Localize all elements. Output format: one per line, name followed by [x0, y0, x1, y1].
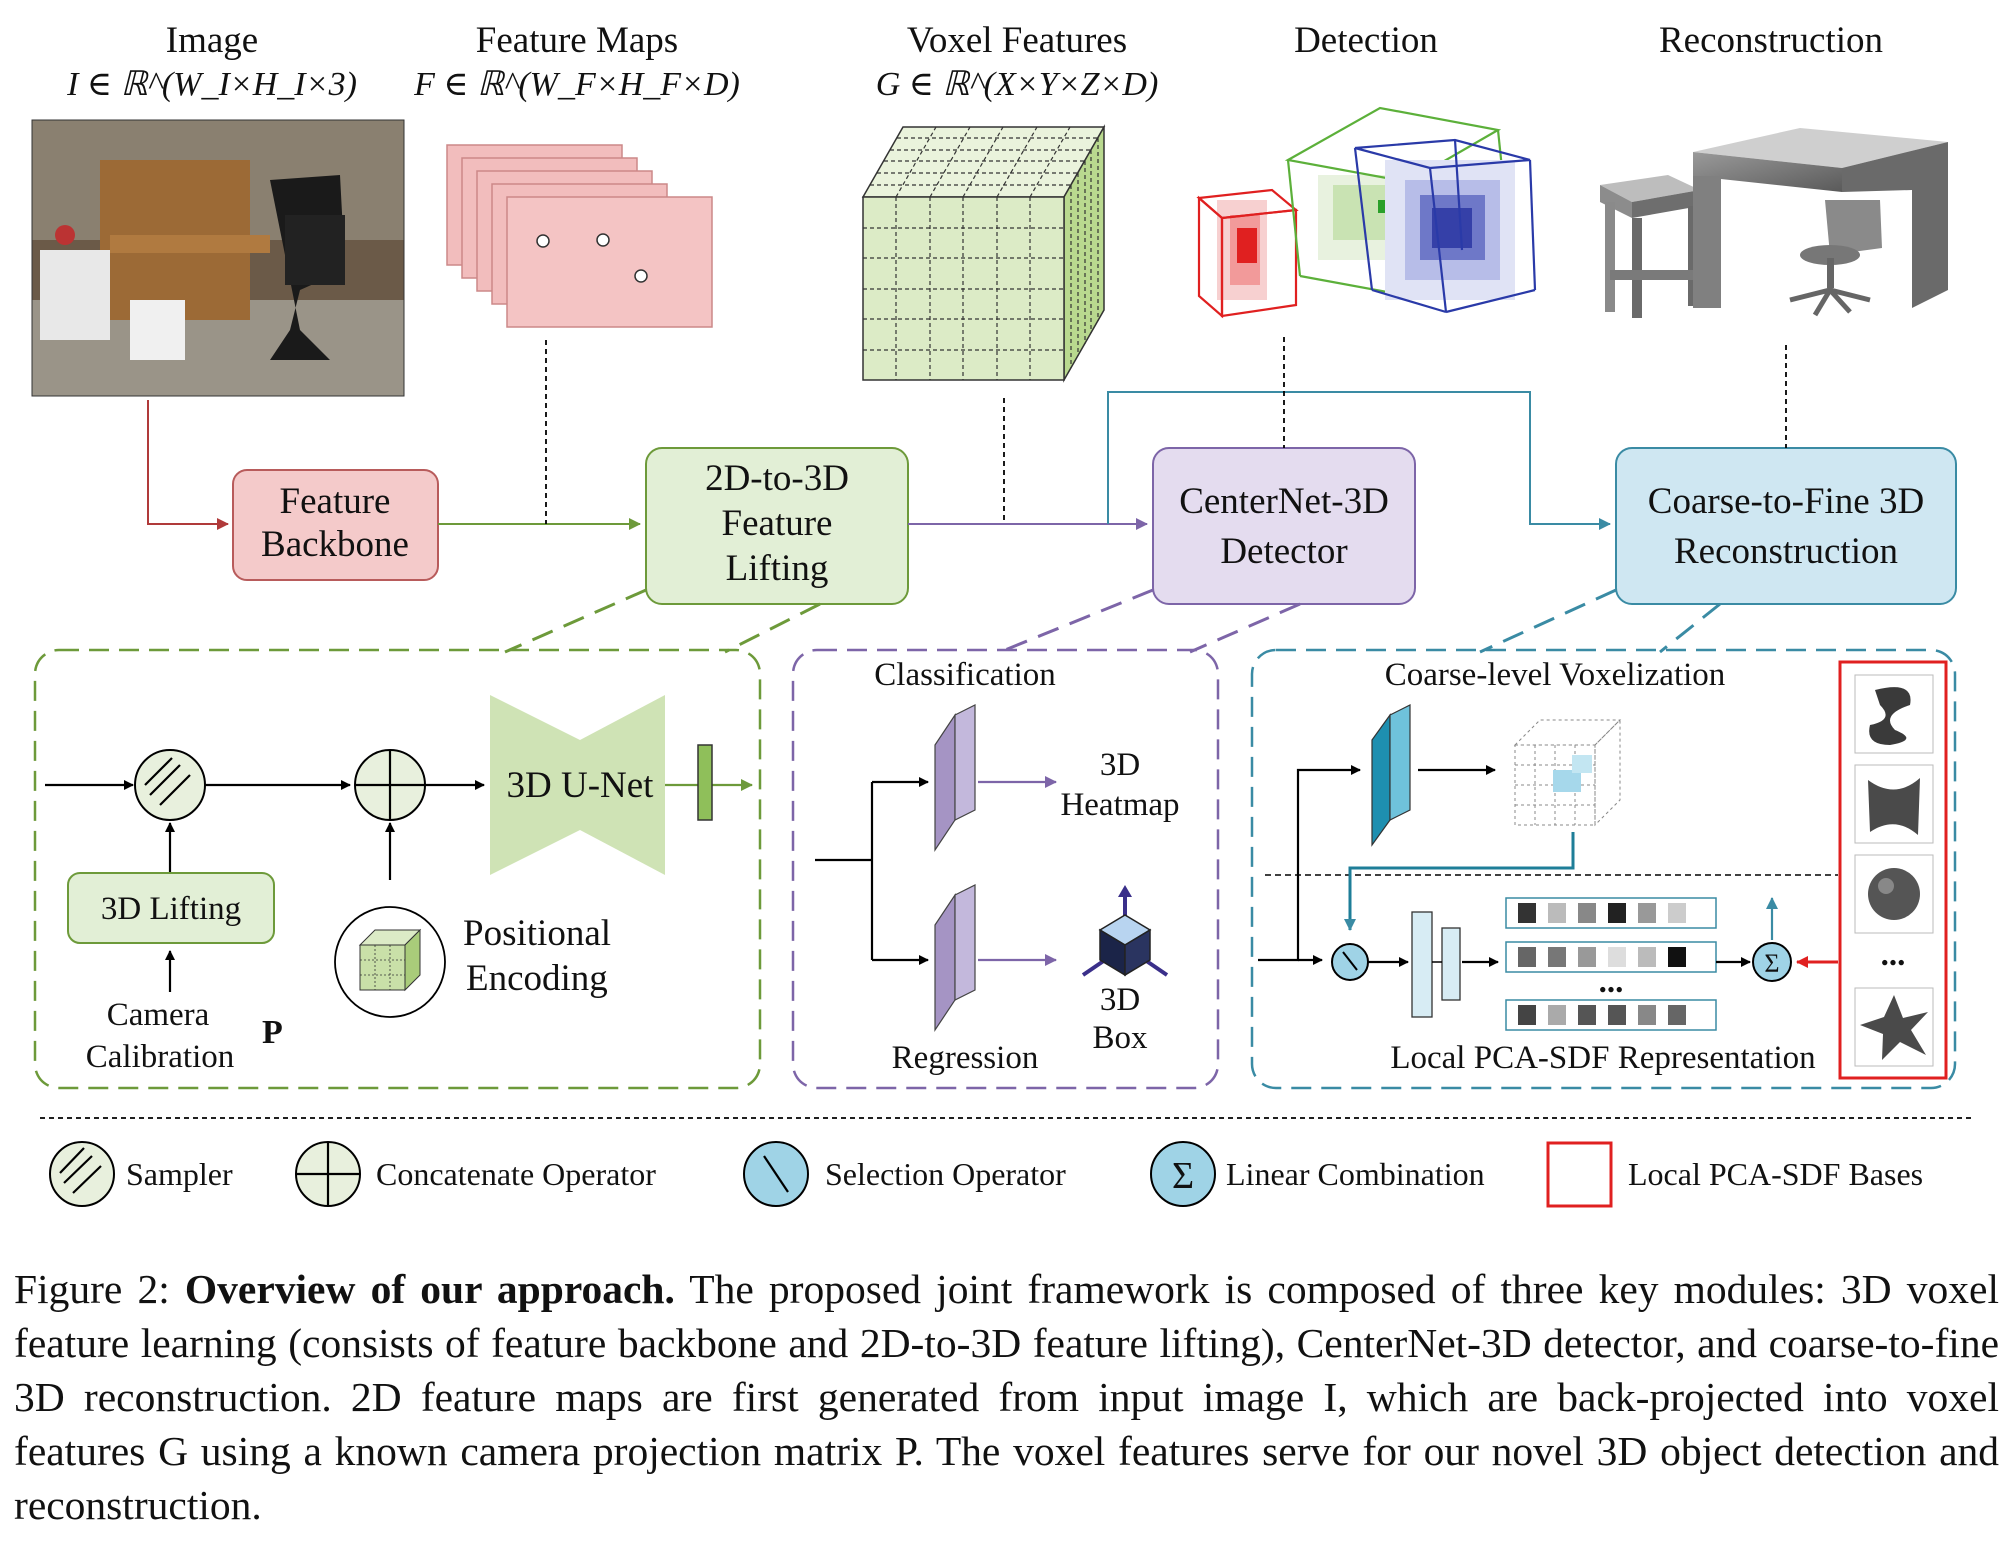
- header-reconstruction: Reconstruction: [1659, 20, 1883, 61]
- unet-label: 3D U-Net: [507, 765, 655, 806]
- detector-panel: Classification 3D Heatmap 3D Box Regress…: [791, 648, 1220, 1090]
- lifting-panel: 3D U-Net 3D Lifting Camera Calibration P…: [33, 648, 762, 1090]
- header-detection: Detection: [1294, 20, 1438, 61]
- camera-label-1: Camera: [107, 997, 210, 1033]
- lifting-label-1: 2D-to-3D: [705, 458, 849, 499]
- legend-sampler-icon: [49, 1141, 115, 1207]
- voxel-features-cube: [861, 124, 1106, 383]
- linear-combination-icon: Σ: [1752, 942, 1792, 982]
- basis-shape-4: [1854, 987, 1934, 1067]
- box-3d-icon: [1081, 885, 1169, 977]
- legend-sampler-label: Sampler: [126, 1156, 233, 1192]
- pca-ellipsis: ...: [1599, 964, 1624, 1000]
- basis-shape-2: [1854, 764, 1934, 844]
- pca-label: Local PCA-SDF Representation: [1390, 1040, 1815, 1076]
- feature-backbone-label-1: Feature: [280, 481, 391, 522]
- detection-box-blue: [1353, 138, 1537, 314]
- heatmap-label-2: Heatmap: [1060, 787, 1179, 823]
- input-image: [31, 119, 405, 397]
- output-feature-bar: [697, 744, 713, 821]
- feature-lifting-module: 2D-to-3D Feature Lifting: [645, 447, 909, 605]
- detection-box-red: [1196, 188, 1299, 319]
- detector-module: CenterNet-3D Detector: [1152, 447, 1416, 605]
- reconstruction-module: Coarse-to-Fine 3D Reconstruction: [1615, 447, 1957, 605]
- caption-prefix: Figure 2:: [14, 1266, 185, 1312]
- camera-label-2: Calibration: [86, 1039, 234, 1075]
- legend-concat-icon: [295, 1141, 361, 1207]
- reconstructed-stool: [1600, 175, 1700, 318]
- detector-label-2: Detector: [1220, 531, 1347, 572]
- figure-caption: Figure 2: Overview of our approach. The …: [14, 1262, 1999, 1532]
- feature-maps-stack: [446, 144, 713, 328]
- coarse-voxelization-label: Coarse-level Voxelization: [1385, 657, 1726, 693]
- header-voxel-features-math: G ∈ ℝ^(X×Y×Z×D): [876, 66, 1159, 103]
- basis-shape-3: [1854, 854, 1934, 934]
- positional-label-1: Positional: [463, 913, 611, 954]
- legend-concat-label: Concatenate Operator: [376, 1156, 656, 1192]
- legend-linear-label: Linear Combination: [1226, 1156, 1485, 1192]
- header-image: Image: [166, 20, 258, 61]
- classification-conv: [934, 704, 976, 852]
- reconstruction-panel: Coarse-level Voxelization: [1250, 648, 1957, 1090]
- pca-conv: [1411, 911, 1461, 1018]
- regression-conv: [934, 884, 976, 1032]
- reconstruction-label-2: Reconstruction: [1674, 531, 1898, 572]
- feature-backbone-label-2: Backbone: [261, 524, 409, 565]
- selection-operator-icon: [1331, 943, 1369, 981]
- detection-visual: [1196, 106, 1537, 319]
- regression-label: Regression: [892, 1040, 1039, 1076]
- lifting-3d-label: 3D Lifting: [101, 891, 241, 927]
- header-image-math: I ∈ ℝ^(W_I×H_I×3): [66, 66, 357, 103]
- positional-label-2: Encoding: [466, 958, 608, 999]
- legend-bases-label: Local PCA-SDF Bases: [1628, 1156, 1923, 1192]
- detector-label-1: CenterNet-3D: [1179, 481, 1389, 522]
- sigma-symbol: Σ: [1764, 949, 1779, 978]
- occupied-voxel: [1553, 770, 1581, 792]
- reconstructed-chair: [1789, 200, 1882, 317]
- basis-shape-1: [1854, 674, 1934, 754]
- lifting-3d-box: [67, 872, 275, 944]
- header-feature-maps-math: F ∈ ℝ^(W_F×H_F×D): [413, 66, 740, 103]
- lifting-label-2: Feature: [722, 503, 833, 544]
- camera-matrix-symbol: P: [262, 1014, 283, 1051]
- bases-ellipsis: ...: [1881, 937, 1906, 973]
- box-label-2: Box: [1092, 1020, 1148, 1056]
- caption-text: The proposed joint framework is composed…: [14, 1266, 1999, 1528]
- panel-connectors: [504, 588, 1721, 654]
- legend-bases-icon: [1546, 1141, 1613, 1208]
- reconstructed-desk: [1693, 128, 1948, 308]
- sampler-icon: [134, 749, 206, 821]
- legend: Sampler Concatenate Operator Selection O…: [49, 1141, 1923, 1208]
- pca-coefficient-bars: [1505, 897, 1717, 1031]
- caption-bold: Overview of our approach.: [184, 1266, 675, 1312]
- coarse-conv: [1371, 704, 1411, 847]
- detection-heatmap-blue: [1385, 160, 1515, 300]
- heatmap-label-1: 3D: [1100, 747, 1140, 783]
- top-flow: [147, 337, 1787, 530]
- occupied-voxel-2: [1572, 755, 1592, 773]
- classification-label: Classification: [874, 657, 1055, 693]
- reconstruction-visual: [1600, 128, 1948, 318]
- legend-selection-icon: [743, 1141, 809, 1207]
- positional-encoding-icon: [334, 906, 446, 1018]
- concat-icon: [354, 749, 426, 821]
- box-label-1: 3D: [1100, 982, 1140, 1018]
- pca-bases-panel: ...: [1838, 660, 1948, 1080]
- legend-linear-icon: Σ: [1150, 1141, 1216, 1207]
- reconstruction-label-1: Coarse-to-Fine 3D: [1648, 481, 1924, 522]
- header-voxel-features: Voxel Features: [907, 20, 1127, 61]
- legend-selection-label: Selection Operator: [825, 1156, 1066, 1192]
- feature-backbone-module: Feature Backbone: [232, 469, 439, 581]
- legend-sigma: Σ: [1172, 1155, 1194, 1197]
- lifting-label-3: Lifting: [726, 548, 829, 589]
- unet-block: [490, 695, 665, 875]
- header-feature-maps: Feature Maps: [476, 20, 678, 61]
